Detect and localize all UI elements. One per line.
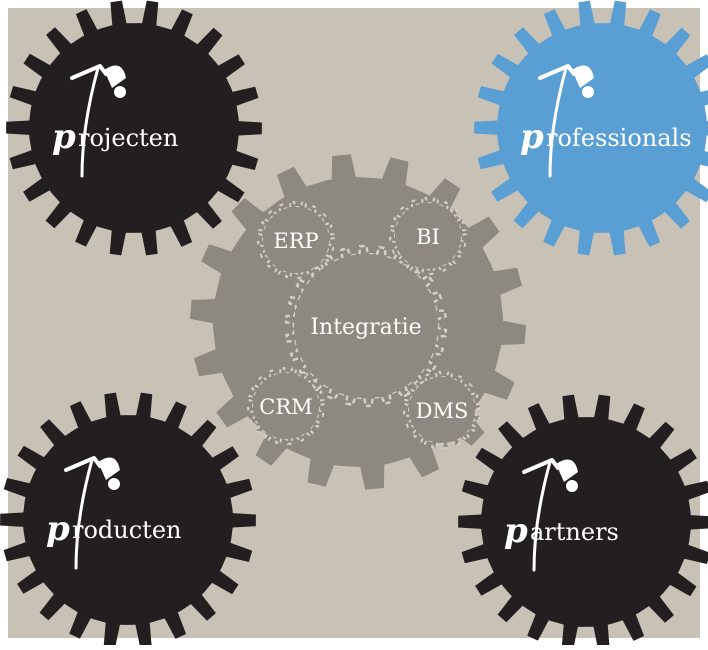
pole-vaulter-icon: [522, 458, 578, 572]
satellite-gear-label: BI: [416, 225, 440, 249]
satellite-gear-label: ERP: [273, 229, 318, 253]
gear-producten-shape: [0, 392, 256, 648]
satellite-gear-label: DMS: [416, 399, 469, 423]
integration-gear-face: [294, 254, 438, 398]
gear-professionals-initial: p: [520, 117, 544, 157]
satellite-gear-dms: DMS: [402, 370, 482, 450]
gear-professionals-shape: [474, 0, 708, 256]
center-gear-label: Integratie: [310, 315, 421, 340]
satellite-gear-erp: ERP: [256, 200, 336, 280]
gear-projecten-label: rojecten: [78, 124, 178, 152]
satellite-gear-label: CRM: [259, 395, 312, 419]
satellite-gear-crm: CRM: [246, 366, 326, 446]
gear-professionals-label: rofessionals: [546, 124, 692, 152]
center-gear-group: ERP BI CRM DMS Integratie: [190, 154, 526, 490]
satellite-gear-face: [263, 207, 329, 273]
pole-vaulter-icon: [64, 456, 120, 570]
gear-producten-initial: p: [46, 509, 70, 549]
pole-vaulter-icon: [538, 64, 594, 178]
satellite-gear-face: [409, 377, 475, 443]
gear-producten-label: roducten: [72, 516, 182, 544]
gear-partners-label: artners: [530, 518, 619, 546]
satellite-gears: ERP BI CRM DMS: [246, 196, 482, 450]
pole-vaulter-icon: [70, 64, 126, 178]
gear-partners-shape: [458, 394, 708, 650]
satellite-gear-face: [253, 373, 319, 439]
satellite-gear-bi: BI: [388, 196, 468, 276]
gear-partners-initial: p: [504, 511, 528, 551]
satellite-gear-face: [395, 203, 461, 269]
gear-projecten-shape: [6, 0, 262, 256]
gear-projecten-initial: p: [52, 117, 76, 157]
